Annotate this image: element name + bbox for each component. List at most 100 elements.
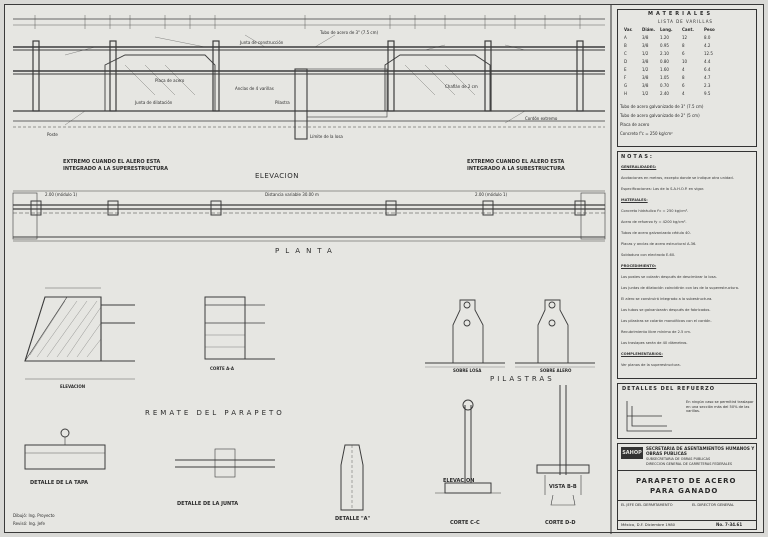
materiales-header-cell: Var. xyxy=(624,27,633,32)
sign-right: EL DIRECTOR GENERAL xyxy=(692,503,735,507)
refuerzo-note: En ningún caso se permitirá traslapar en… xyxy=(686,400,754,414)
project-title-2: PARA GANADO xyxy=(650,487,719,495)
nota-line: Las juntas de dilatación coincidirán con… xyxy=(621,286,740,290)
detalle-junta-label: DETALLE DE LA JUNTA xyxy=(177,501,239,507)
notas-panel: NOTAS: GENERALIDADES: Acotaciones en metr… xyxy=(617,151,757,379)
drafter-row-1: Dibujó: Ing. Proyecto xyxy=(13,513,55,518)
materiales-cell: 4 xyxy=(682,91,685,96)
elevation-note-right-2: INTEGRADO A LA SUBESTRUCTURA xyxy=(467,166,565,172)
materiales-cell: 2.3 xyxy=(704,83,711,88)
label-anclas: Anclas de 4 varillas xyxy=(235,86,274,91)
nota-line: Los postes se colarán después de descimb… xyxy=(621,275,717,279)
nota-line: Las pilastras se colarán monolíticas con… xyxy=(621,319,712,323)
refuerzo-sketch xyxy=(626,401,672,432)
nota-line: Placas y anclas de acero estructural A-3… xyxy=(621,242,697,246)
label-tubo: Tubo de acero de 3" (7.5 cm) xyxy=(320,30,379,35)
elevacion-title: ELEVACION xyxy=(255,172,299,180)
nota-line: Especificaciones: Las de la S.A.H.O.P. e… xyxy=(621,187,705,191)
materiales-cell: 3/8 xyxy=(642,83,649,88)
materiales-cell: 12.5 xyxy=(704,51,713,56)
materiales-extra-line: Tubo de acero galvanizado de 3" (7.5 cm) xyxy=(620,104,704,109)
elevation-note-left: EXTREMO CUANDO EL ALERO ESTA xyxy=(63,159,161,165)
materiales-cell: B xyxy=(624,43,627,48)
label-junta: Junta de construcción xyxy=(240,40,284,45)
detalle-tapa-label: DETALLE DE LA TAPA xyxy=(30,480,89,486)
materiales-cell: 9.5 xyxy=(704,91,711,96)
refuerzo-panel: DETALLES DEL REFUERZO En ningún caso se … xyxy=(617,383,757,439)
pilastra-sobre-alero: SOBRE ALERO xyxy=(540,368,572,373)
drafter-row-2: Revisó: Ing. Jefe xyxy=(13,521,45,526)
remate-title: REMATE DEL PARAPETO xyxy=(145,409,285,417)
drawing-sheet: ELEVACION EXTREMO CUANDO EL ALERO ESTA I… xyxy=(4,4,764,534)
label-cordon: Cordón extremo xyxy=(525,116,558,121)
label-pilastra: Pilastra xyxy=(275,100,290,105)
label-limite: Límite de la losa xyxy=(310,134,343,139)
materiales-header-cell: Long. xyxy=(660,27,673,32)
materiales-cell: 6 xyxy=(682,51,685,56)
materiales-cell: 4.4 xyxy=(704,59,711,64)
elevation-note-left-2: INTEGRADO A LA SUPERESTRUCTURA xyxy=(63,166,169,172)
materiales-cell: 0.80 xyxy=(660,59,669,64)
materiales-cell: 2.10 xyxy=(660,51,669,56)
materiales-cell: G xyxy=(624,83,628,88)
nota-line: Acotaciones en metros, excepto donde se … xyxy=(621,176,734,180)
materiales-subtitle: LISTA DE VARILLAS xyxy=(658,19,713,24)
drawing-linework xyxy=(12,5,612,534)
materiales-cell: 0.95 xyxy=(660,43,669,48)
label-poste: Poste xyxy=(47,132,58,137)
planta-title: PLANTA xyxy=(275,247,338,255)
materiales-cell: 3/8 xyxy=(642,35,649,40)
materiales-cell: 8 xyxy=(682,43,685,48)
elevation-note-right: EXTREMO CUANDO EL ALERO ESTA xyxy=(467,159,565,165)
materiales-cell: H xyxy=(624,91,628,96)
materiales-extra-line: Concreto f'c = 250 kg/cm² xyxy=(620,131,673,136)
title-block: SAHOP SECRETARIA DE ASENTAMIENTOS HUMANO… xyxy=(617,443,757,530)
materiales-cell: F xyxy=(624,75,627,80)
title-org: SECRETARIA DE ASENTAMIENTOS HUMANOS Y OB… xyxy=(646,446,755,456)
materiales-cell: 12 xyxy=(682,35,688,40)
materiales-header-cell: Cant. xyxy=(682,27,694,32)
materiales-cell: 4.2 xyxy=(704,43,711,48)
plan-number: No. 7-34.61 xyxy=(716,522,743,527)
nota-line: Tubos de acero galvanizado cédula 40. xyxy=(621,231,691,235)
nota-line: Acero de refuerzo fy = 4200 kg/cm². xyxy=(621,220,687,224)
materiales-extra-line: Tubo de acero galvanizado de 2" (5 cm) xyxy=(620,113,700,118)
title-date: México, D.F. Diciembre 1980 xyxy=(621,522,676,527)
planta-dim-3: 2.00 (módulo 1) xyxy=(475,192,508,197)
materiales-cell: D xyxy=(624,59,628,64)
materiales-cell: 6 xyxy=(682,83,685,88)
materiales-cell: A xyxy=(624,35,627,40)
materiales-cell: E xyxy=(624,67,627,72)
materiales-cell: 6.4 xyxy=(704,67,711,72)
nota-line: MATERIALES: xyxy=(621,198,648,202)
materiales-cell: 1.20 xyxy=(660,35,669,40)
nota-line: Soldadura con electrodo E-60. xyxy=(621,253,676,257)
nota-line: Los traslapes serán de 40 diámetros. xyxy=(621,341,688,345)
nota-line: Los tubos se galvanizarán después de fab… xyxy=(621,308,711,312)
materiales-table: MATERIALES LISTA DE VARILLAS Var. Diám. Lo… xyxy=(617,9,757,147)
pilastra-sobre-losa: SOBRE LOSA xyxy=(453,368,482,373)
sign-left: EL JEFE DEL DEPARTAMENTO xyxy=(621,503,673,507)
nota-line: COMPLEMENTARIOS: xyxy=(621,352,663,356)
notas-title: NOTAS: xyxy=(621,154,654,160)
materiales-title: MATERIALES xyxy=(648,11,714,17)
materiales-cell: 2.40 xyxy=(660,91,669,96)
title-sub: SUBSECRETARIA DE OBRAS PUBLICAS xyxy=(646,457,711,461)
nota-line: GENERALIDADES: xyxy=(621,165,657,169)
materiales-cell: 3/8 xyxy=(642,43,649,48)
planta-dim-2: Distancia variable 30.00 m xyxy=(265,192,319,197)
remate-elevacion-label: ELEVACION xyxy=(60,384,86,389)
materiales-cell: 0.70 xyxy=(660,83,669,88)
pilastras-title: PILASTRAS xyxy=(490,375,555,383)
corte-cc-label: CORTE C-C xyxy=(450,520,480,526)
refuerzo-title: DETALLES DEL REFUERZO xyxy=(622,386,715,392)
materiales-header-cell: Diám. xyxy=(642,27,656,32)
materiales-cell: 4.7 xyxy=(704,75,711,80)
materiales-cell: 10 xyxy=(682,59,688,64)
materiales-cell: 8 xyxy=(682,75,685,80)
materiales-cell: 3/8 xyxy=(642,75,649,80)
elevacion-small-label: ELEVACION xyxy=(443,478,475,484)
nota-line: Concreto hidráulico f'c = 250 kg/cm². xyxy=(621,209,689,213)
materiales-cell: 4 xyxy=(682,67,685,72)
sahop-logo: SAHOP xyxy=(621,447,643,459)
